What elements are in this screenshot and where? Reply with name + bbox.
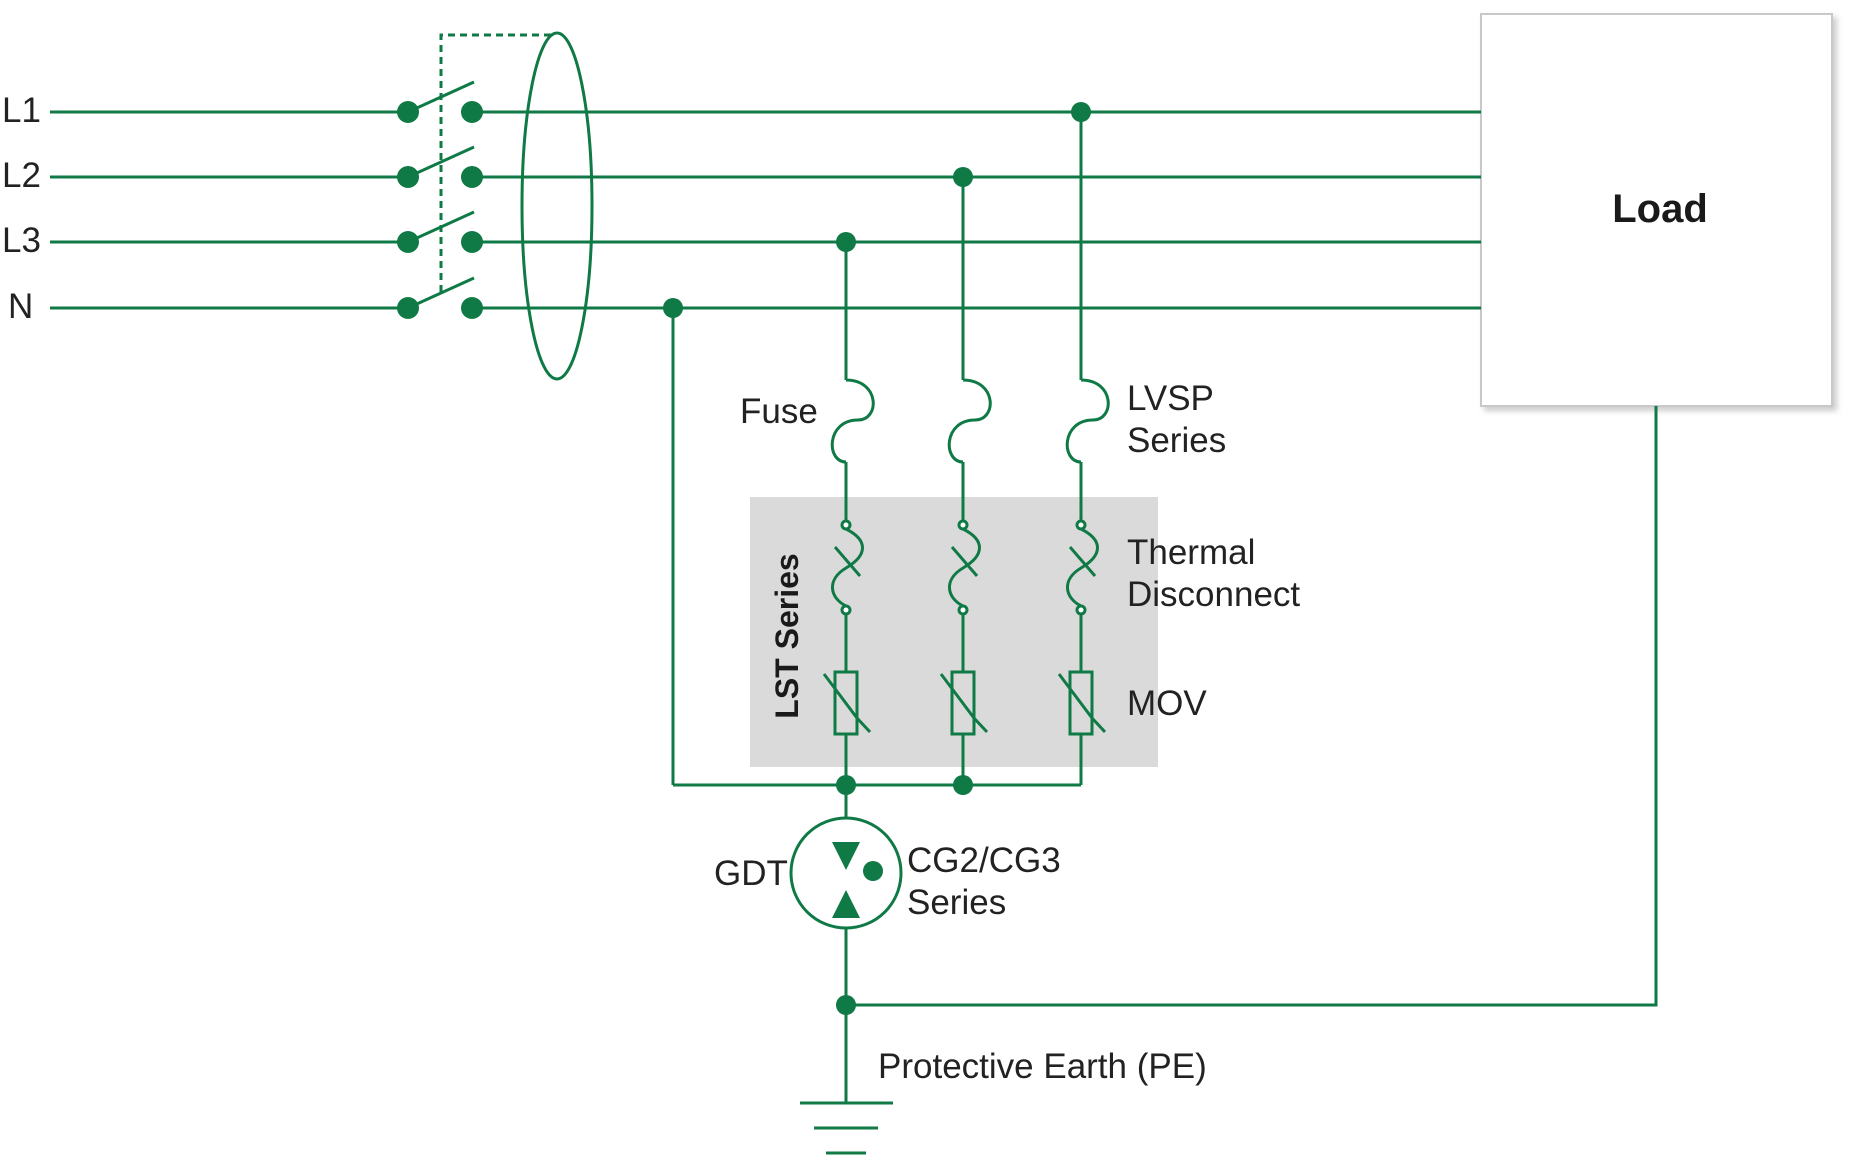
incoming-wires <box>50 110 408 310</box>
load-box <box>1480 13 1833 407</box>
protective-earth-wire <box>836 406 1658 1103</box>
fuse-label: Fuse <box>740 392 818 431</box>
branch-l3 <box>822 232 875 795</box>
line-label-n: N <box>8 287 33 326</box>
line-label-l3: L3 <box>2 221 41 260</box>
gdt-symbol <box>789 785 903 1005</box>
cg-series-label-line1: CG2/CG3 <box>907 841 1061 880</box>
lst-series-panel <box>750 497 1158 767</box>
current-transformer <box>520 31 594 381</box>
four-pole-switch <box>397 33 556 319</box>
pe-label: Protective Earth (PE) <box>878 1047 1207 1086</box>
lvsp-label-line1: LVSP <box>1127 379 1214 418</box>
lst-series-label: LST Series <box>769 553 805 718</box>
cg-series-label-line2: Series <box>907 883 1006 922</box>
neutral-branch <box>663 298 1081 787</box>
branch-l1 <box>1057 102 1110 785</box>
line-label-l1: L1 <box>2 91 41 130</box>
branch-l2 <box>939 167 992 795</box>
ground-symbol <box>800 1101 893 1155</box>
bus-wires <box>472 110 1481 310</box>
load-label: Load <box>1612 187 1708 231</box>
thermal-label-line2: Disconnect <box>1127 575 1300 614</box>
mov-label: MOV <box>1127 684 1207 723</box>
thermal-label-line1: Thermal <box>1127 533 1255 572</box>
line-label-l2: L2 <box>2 156 41 195</box>
gdt-label: GDT <box>714 854 788 893</box>
lvsp-label-line2: Series <box>1127 421 1226 460</box>
